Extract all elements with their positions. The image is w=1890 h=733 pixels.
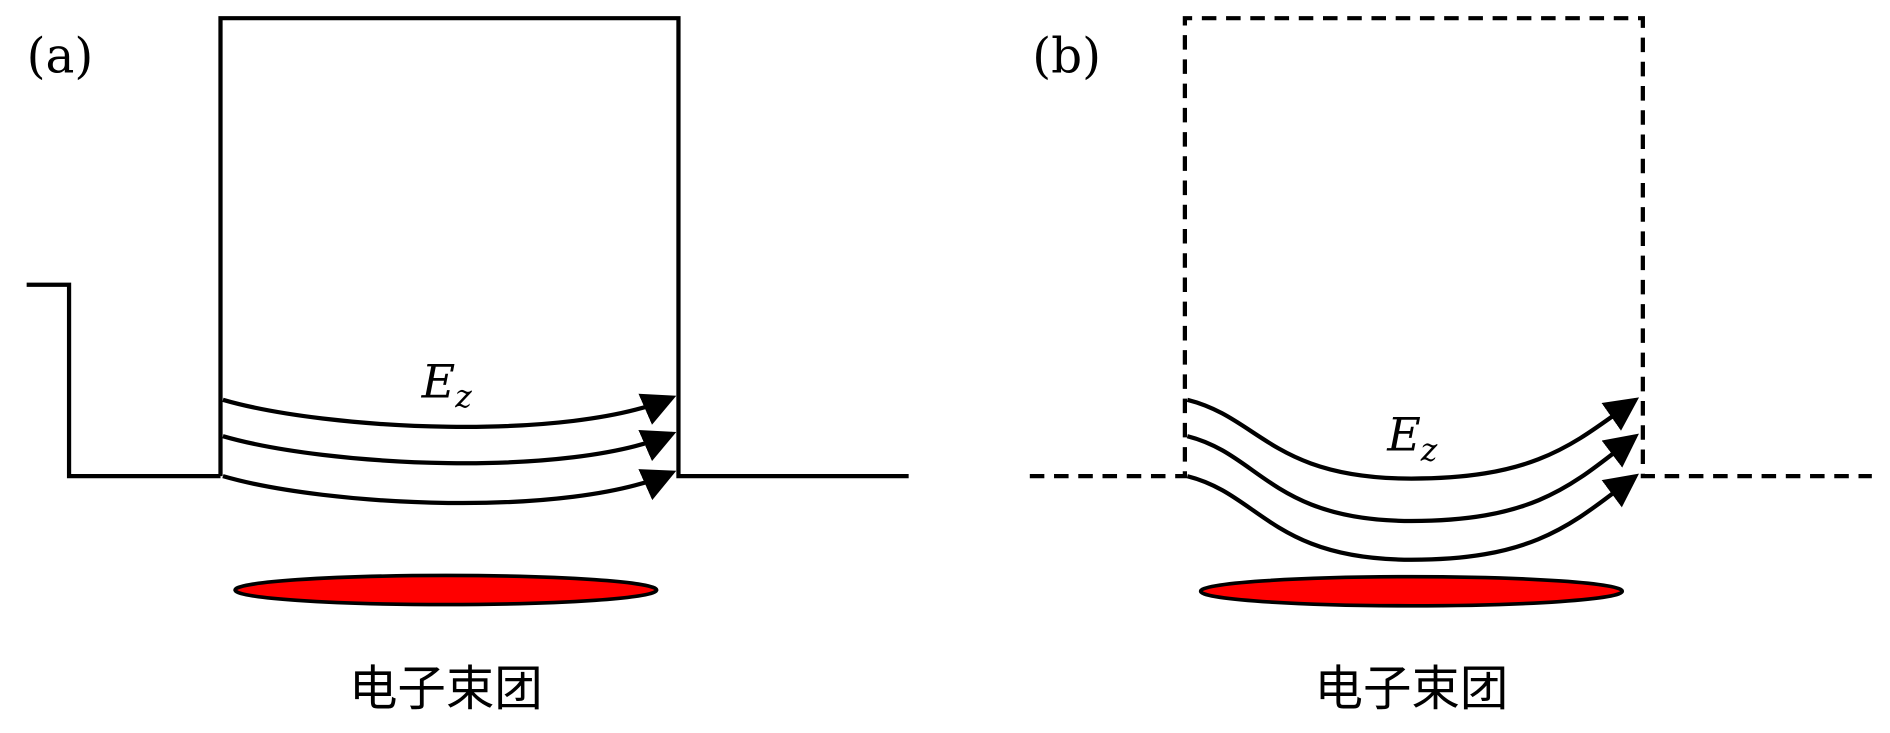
field-label-a: Ez xyxy=(421,354,473,415)
panel-a: (a) Ez 电子束团 xyxy=(26,16,909,717)
field-line xyxy=(222,393,677,429)
field-line xyxy=(1186,397,1640,481)
field-line xyxy=(222,430,677,466)
electron-bunch xyxy=(1198,574,1625,608)
field-line xyxy=(1186,473,1639,562)
field-line xyxy=(1186,433,1639,524)
electron-bunch xyxy=(233,573,659,607)
panel-label-a: (a) xyxy=(27,29,94,85)
bunch-label-b: 电子束团 xyxy=(1315,661,1509,717)
cavity-outline-dashed xyxy=(1029,16,1872,479)
field-label-b: Ez xyxy=(1386,408,1438,469)
field-line xyxy=(222,469,677,506)
panel-label-b: (b) xyxy=(1032,29,1101,85)
left-step-wall xyxy=(26,282,221,479)
panel-b: (b) Ez 电子束团 xyxy=(1029,16,1872,717)
cavity-outline xyxy=(218,16,909,479)
bunch-label-a: 电子束团 xyxy=(349,661,543,717)
